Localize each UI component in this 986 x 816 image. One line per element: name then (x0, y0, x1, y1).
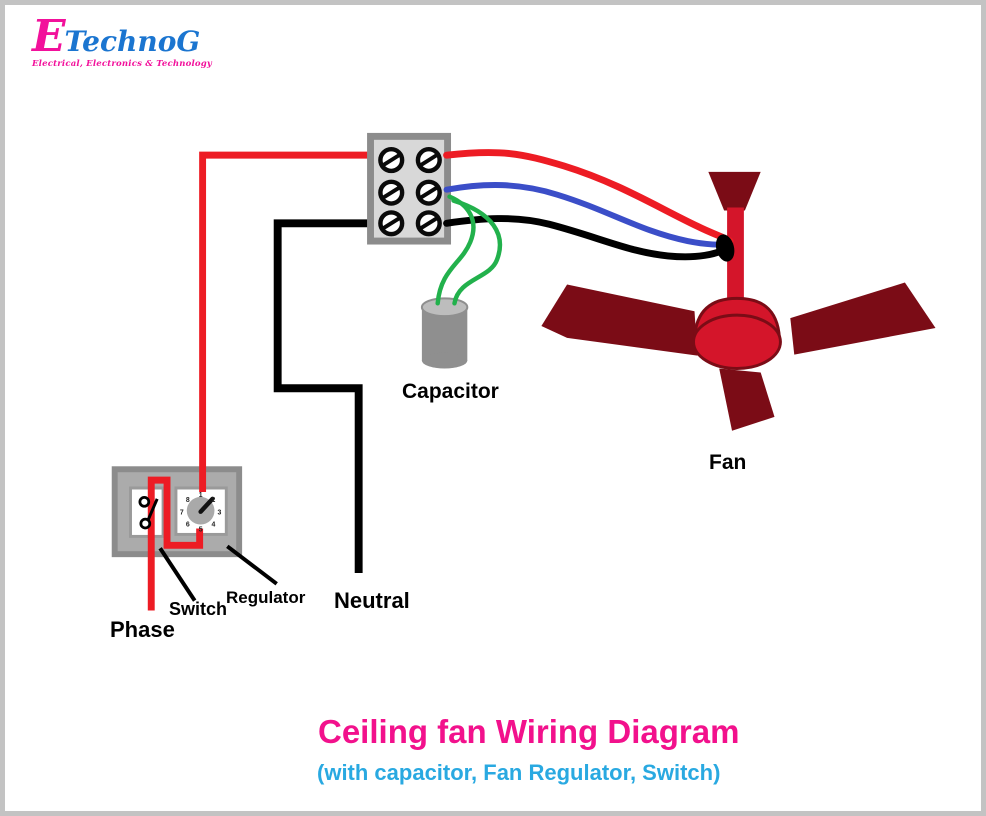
logo-name: TechnoG (64, 25, 201, 58)
regulator-number-1: 1 (199, 492, 203, 499)
phase-wire-switch-loop (147, 476, 204, 611)
switch-icon (138, 496, 159, 530)
regulator-number-7: 7 (180, 510, 184, 517)
neutral-wire (273, 219, 374, 573)
capacitor-top (420, 297, 469, 318)
regulator-number-3: 3 (217, 510, 221, 517)
fan-down-rod (727, 207, 744, 319)
fan-wire-black (443, 215, 729, 261)
fan-wire-junction (715, 234, 735, 262)
terminal-block (367, 132, 452, 245)
fan-blade-left (541, 284, 698, 356)
logo-tagline: Electrical, Electronics & Technology (32, 59, 213, 69)
neutral-label: Neutral (334, 588, 410, 613)
capacitor-wire-green-2 (451, 198, 503, 306)
regulator-number-2: 2 (212, 497, 216, 504)
fan-ceiling-mount (708, 171, 761, 211)
terminal-screws (378, 146, 442, 237)
switch-terminal-bottom (139, 517, 152, 530)
fan-motor-body (692, 313, 782, 370)
switch-label: Switch (169, 599, 228, 619)
regulator-number-5: 5 (199, 526, 203, 533)
regulator-dial: 1 2 3 4 5 6 7 8 (180, 492, 222, 534)
fan-blade-bottom (719, 368, 775, 431)
fan-wire-red (443, 149, 734, 245)
fan-blade-right (790, 282, 936, 355)
switch-lever (146, 498, 159, 521)
switch-terminal-top (138, 496, 151, 508)
regulator-label-pointer-line (226, 544, 278, 586)
regulator-number-6: 6 (186, 522, 190, 529)
diagram-title: Ceiling fan Wiring Diagram (318, 713, 740, 750)
phase-label: Phase (110, 617, 175, 642)
fan-label: Fan (709, 451, 747, 474)
regulator-pointer (198, 496, 215, 514)
ceiling-fan-icon (541, 171, 936, 431)
switch-label-pointer-line (158, 547, 197, 602)
wiring-diagram-canvas: 1 2 3 4 5 6 7 8 (111, 132, 936, 611)
capacitor-icon (420, 297, 469, 369)
regulator-number-8: 8 (186, 497, 190, 504)
regulator-label: Regulator (226, 588, 306, 607)
regulator-number-4: 4 (212, 522, 216, 529)
capacitor-label: Capacitor (402, 380, 499, 403)
phase-wire-supply-to-regulator (199, 151, 374, 492)
logo-initial: E (32, 11, 66, 62)
regulator-scale: 1 2 3 4 5 6 7 8 (180, 492, 222, 534)
capacitor-bottom (421, 352, 468, 369)
diagram-subtitle: (with capacitor, Fan Regulator, Switch) (317, 760, 721, 785)
fan-wire-blue (443, 182, 731, 248)
